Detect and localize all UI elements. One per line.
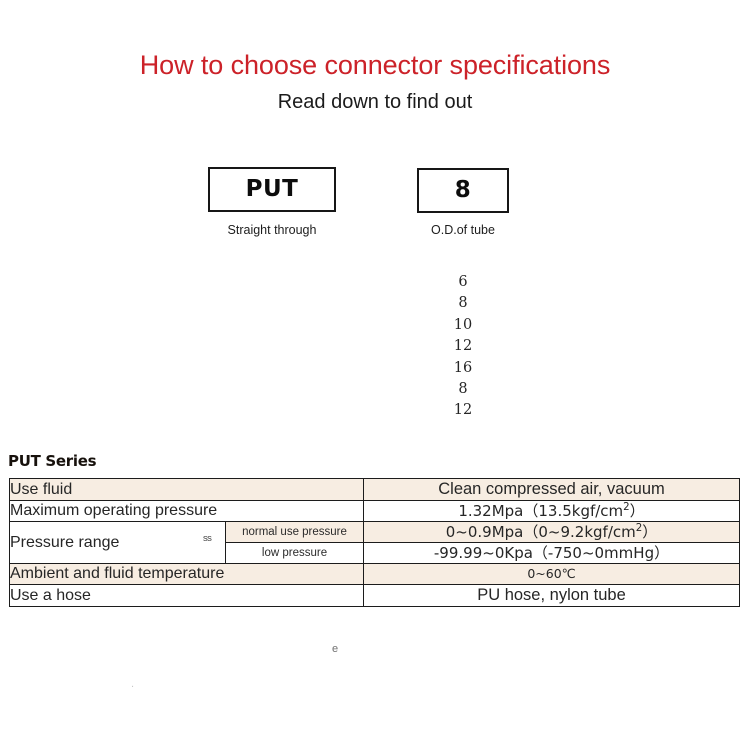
row-sublabel-low-pressure: low pressure (225, 542, 364, 564)
value-prefix: 1.32Mpa（13.5kgf/cm (458, 502, 624, 520)
od-option: 12 (453, 402, 473, 419)
od-code-text: 8 (454, 177, 472, 203)
series-code-box: PUT (208, 167, 336, 212)
row-value-low-pressure: -99.99~0Kpa（-750~0mmHg） (363, 542, 740, 564)
table-row: Use a hose PU hose, nylon tube (9, 584, 740, 607)
series-code-caption: Straight through (227, 223, 317, 237)
table-row: Ambient and fluid temperature 0~60℃ (9, 563, 740, 585)
row-label-use-fluid: Use fluid (9, 478, 364, 501)
table-row: Pressure range normal use pressure 0~0.9… (9, 521, 740, 564)
row-value-max-operating-pressure: 1.32Mpa（13.5kgf/cm2） (363, 500, 740, 522)
od-option: 6 (458, 274, 468, 290)
value-prefix: 0~0.9Mpa（0~9.2kgf/cm (445, 523, 636, 541)
specification-table: Use fluid Clean compressed air, vacuum M… (9, 478, 740, 607)
value-suffix: ） (629, 502, 645, 520)
scan-artifact-e: e (332, 643, 339, 655)
value-superscript: 2 (635, 523, 643, 534)
scan-artifact-hose: . (131, 678, 135, 690)
row-value-use-fluid: Clean compressed air, vacuum (363, 478, 740, 501)
table-row: low pressure -99.99~0Kpa（-750~0mmHg） (10, 542, 740, 564)
value-suffix: ） (642, 523, 658, 541)
row-value-use-a-hose: PU hose, nylon tube (363, 584, 740, 607)
page-subtitle: Read down to find out (277, 91, 473, 113)
row-label-use-a-hose: Use a hose (9, 584, 364, 607)
od-option: 8 (458, 381, 468, 398)
row-label-max-operating-pressure: Maximum operating pressure (9, 500, 364, 522)
row-value-ambient-temperature: 0~60℃ (363, 563, 740, 585)
od-option: 16 (453, 359, 473, 376)
row-sublabel-normal-use-pressure: normal use pressure (225, 521, 364, 543)
od-option: 12 (453, 338, 473, 355)
od-option-list: 6 8 10 12 16 8 12 (417, 272, 509, 422)
row-label-pressure-range: Pressure range (9, 521, 226, 564)
od-option: 8 (458, 295, 468, 312)
od-code-caption: O.D.of tube (431, 223, 495, 237)
series-code-text: PUT (245, 176, 299, 202)
table-row: Maximum operating pressure 1.32Mpa（13.5k… (9, 500, 740, 522)
od-option: 10 (453, 316, 473, 333)
page-title: How to choose connector specifications (139, 50, 611, 80)
value-superscript: 2 (623, 502, 630, 513)
series-heading: PUT Series (8, 452, 97, 470)
od-code-box: 8 (417, 168, 509, 213)
row-label-ambient-temperature: Ambient and fluid temperature (9, 563, 364, 585)
table-row: Use fluid Clean compressed air, vacuum (9, 478, 740, 501)
row-value-normal-use-pressure: 0~0.9Mpa（0~9.2kgf/cm2） (363, 521, 740, 543)
